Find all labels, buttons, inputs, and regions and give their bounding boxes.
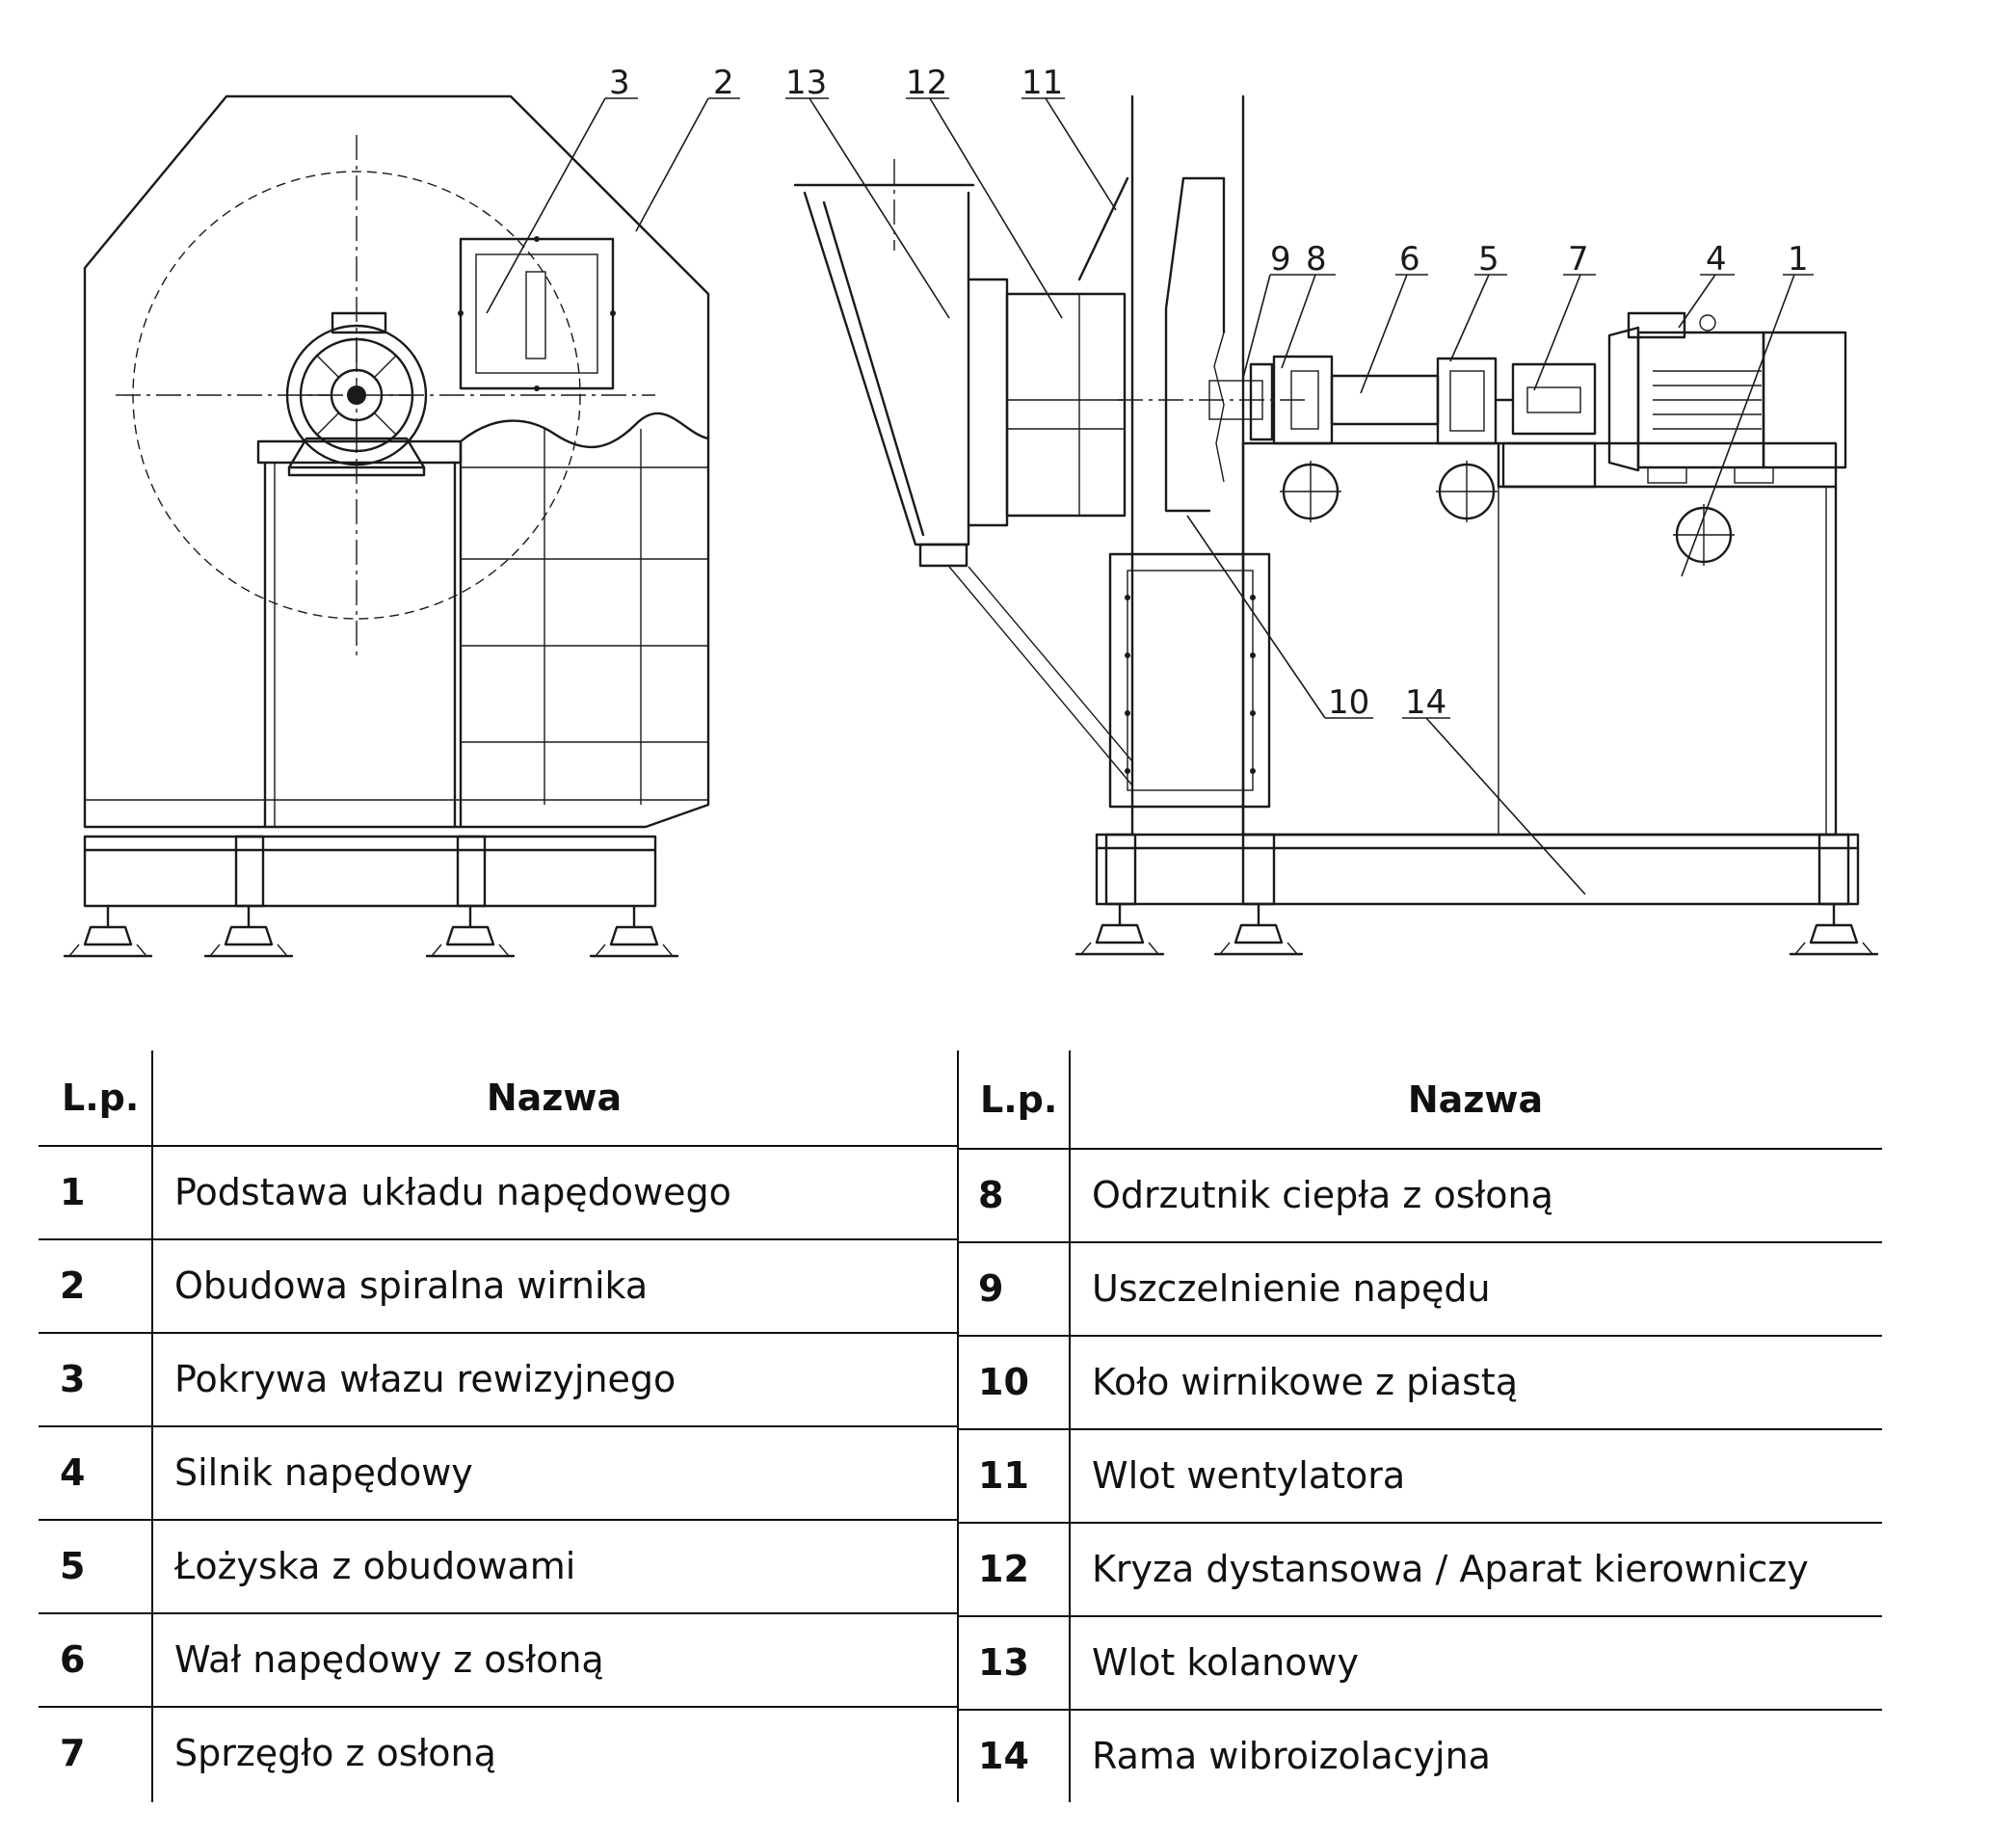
table-row-lp: 6 <box>60 1637 86 1681</box>
drive-train <box>1208 355 1597 489</box>
header-name-right: Nazwa <box>1407 1077 1544 1121</box>
svg-text:5: 5 <box>1478 240 1499 279</box>
callout-7: 7 <box>1533 240 1596 391</box>
svg-text:6: 6 <box>1399 240 1420 279</box>
callout-11: 11 <box>1021 64 1117 211</box>
inspection-hatch <box>458 236 616 391</box>
table-row-name: Łożyska z obudowami <box>174 1544 576 1587</box>
elbow-inlet <box>793 159 1133 786</box>
header-lp-right: L.p. <box>980 1077 1058 1121</box>
svg-text:1: 1 <box>1788 240 1809 279</box>
side-view <box>793 94 1879 956</box>
callout-5: 5 <box>1449 240 1507 362</box>
table-row-lp: 4 <box>60 1450 86 1494</box>
table-divider <box>957 1050 959 1802</box>
callout-3: 3 <box>486 64 638 314</box>
table-row-name: Koło wirnikowe z piastą <box>1092 1360 1519 1403</box>
callout-13: 13 <box>785 64 950 319</box>
callout-1: 1 <box>1681 240 1814 577</box>
callout-6: 6 <box>1360 240 1428 394</box>
callout-9: 9 <box>1242 240 1291 379</box>
callout-8: 8 <box>1270 240 1336 369</box>
outlet-flange <box>1108 552 1271 809</box>
svg-text:2: 2 <box>713 64 734 102</box>
table-row-name: Uszczelnienie napędu <box>1092 1266 1491 1310</box>
drive-base <box>1241 441 1838 837</box>
table-row-lp: 7 <box>60 1731 86 1774</box>
table-row-name: Kryza dystansowa / Aparat kierowniczy <box>1092 1547 1809 1590</box>
front-view <box>63 94 710 958</box>
callout-2: 2 <box>635 64 740 232</box>
side-feet <box>1074 902 1879 956</box>
table-row-name: Pokrywa włazu rewizyjnego <box>174 1357 676 1400</box>
table-divider <box>1069 1050 1071 1802</box>
callouts: 3 2 13 12 11 9 8 <box>486 64 1814 895</box>
svg-text:13: 13 <box>785 64 827 102</box>
table-row-lp: 10 <box>978 1360 1029 1403</box>
table-row-lp: 12 <box>978 1547 1029 1590</box>
motor-stand <box>256 439 463 829</box>
svg-text:9: 9 <box>1270 240 1291 279</box>
svg-text:7: 7 <box>1568 240 1589 279</box>
table-row-lp: 14 <box>978 1734 1029 1777</box>
table-row-lp: 8 <box>978 1173 1004 1216</box>
table-row-name: Rama wibroizolacyjna <box>1092 1734 1491 1777</box>
table-row-lp: 13 <box>978 1640 1029 1684</box>
fan-assembly-drawing: 3 2 13 12 11 9 8 <box>63 64 1879 958</box>
table-row-name: Wał napędowy z osłoną <box>174 1637 604 1681</box>
parts-table: L.p. Nazwa L.p. Nazwa 1 Podstawa układu … <box>39 1050 1884 1802</box>
table-row-name: Podstawa układu napędowego <box>174 1170 731 1213</box>
callout-10: 10 <box>1186 515 1373 722</box>
motor-side <box>1607 311 1847 484</box>
table-row-name: Silnik napędowy <box>174 1450 473 1494</box>
svg-text:8: 8 <box>1306 240 1327 279</box>
table-row-name: Sprzęgło z osłoną <box>174 1731 496 1774</box>
callout-12: 12 <box>906 64 1063 319</box>
table-row-name: Obudowa spiralna wirnika <box>174 1263 649 1307</box>
header-name-left: Nazwa <box>486 1077 623 1119</box>
svg-text:11: 11 <box>1021 64 1063 102</box>
svg-text:12: 12 <box>906 64 947 102</box>
spacer-ring <box>967 278 1127 527</box>
casing-panels <box>85 429 708 829</box>
vibroisolation-frame <box>1095 833 1860 906</box>
front-base-frame <box>83 835 657 908</box>
table-row-name: Wlot wentylatora <box>1092 1453 1406 1497</box>
svg-text:4: 4 <box>1706 240 1727 279</box>
header-lp-left: L.p. <box>62 1077 140 1119</box>
spiral-casing-outline <box>83 94 710 829</box>
motor-front <box>285 311 428 477</box>
table-row-lp: 11 <box>978 1453 1029 1497</box>
front-feet <box>63 904 679 958</box>
svg-text:10: 10 <box>1328 683 1369 722</box>
table-row-lp: 3 <box>60 1357 86 1400</box>
table-row-name: Odrzutnik ciepła z osłoną <box>1092 1173 1553 1216</box>
svg-text:3: 3 <box>609 64 630 102</box>
callout-4: 4 <box>1678 240 1735 329</box>
table-row-name: Wlot kolanowy <box>1092 1640 1360 1684</box>
svg-text:14: 14 <box>1405 683 1446 722</box>
table-row-lp: 9 <box>978 1266 1004 1310</box>
table-row-lp: 5 <box>60 1544 86 1587</box>
table-row-lp: 2 <box>60 1263 86 1307</box>
table-row-lp: 1 <box>60 1170 86 1213</box>
callout-14: 14 <box>1402 683 1586 895</box>
